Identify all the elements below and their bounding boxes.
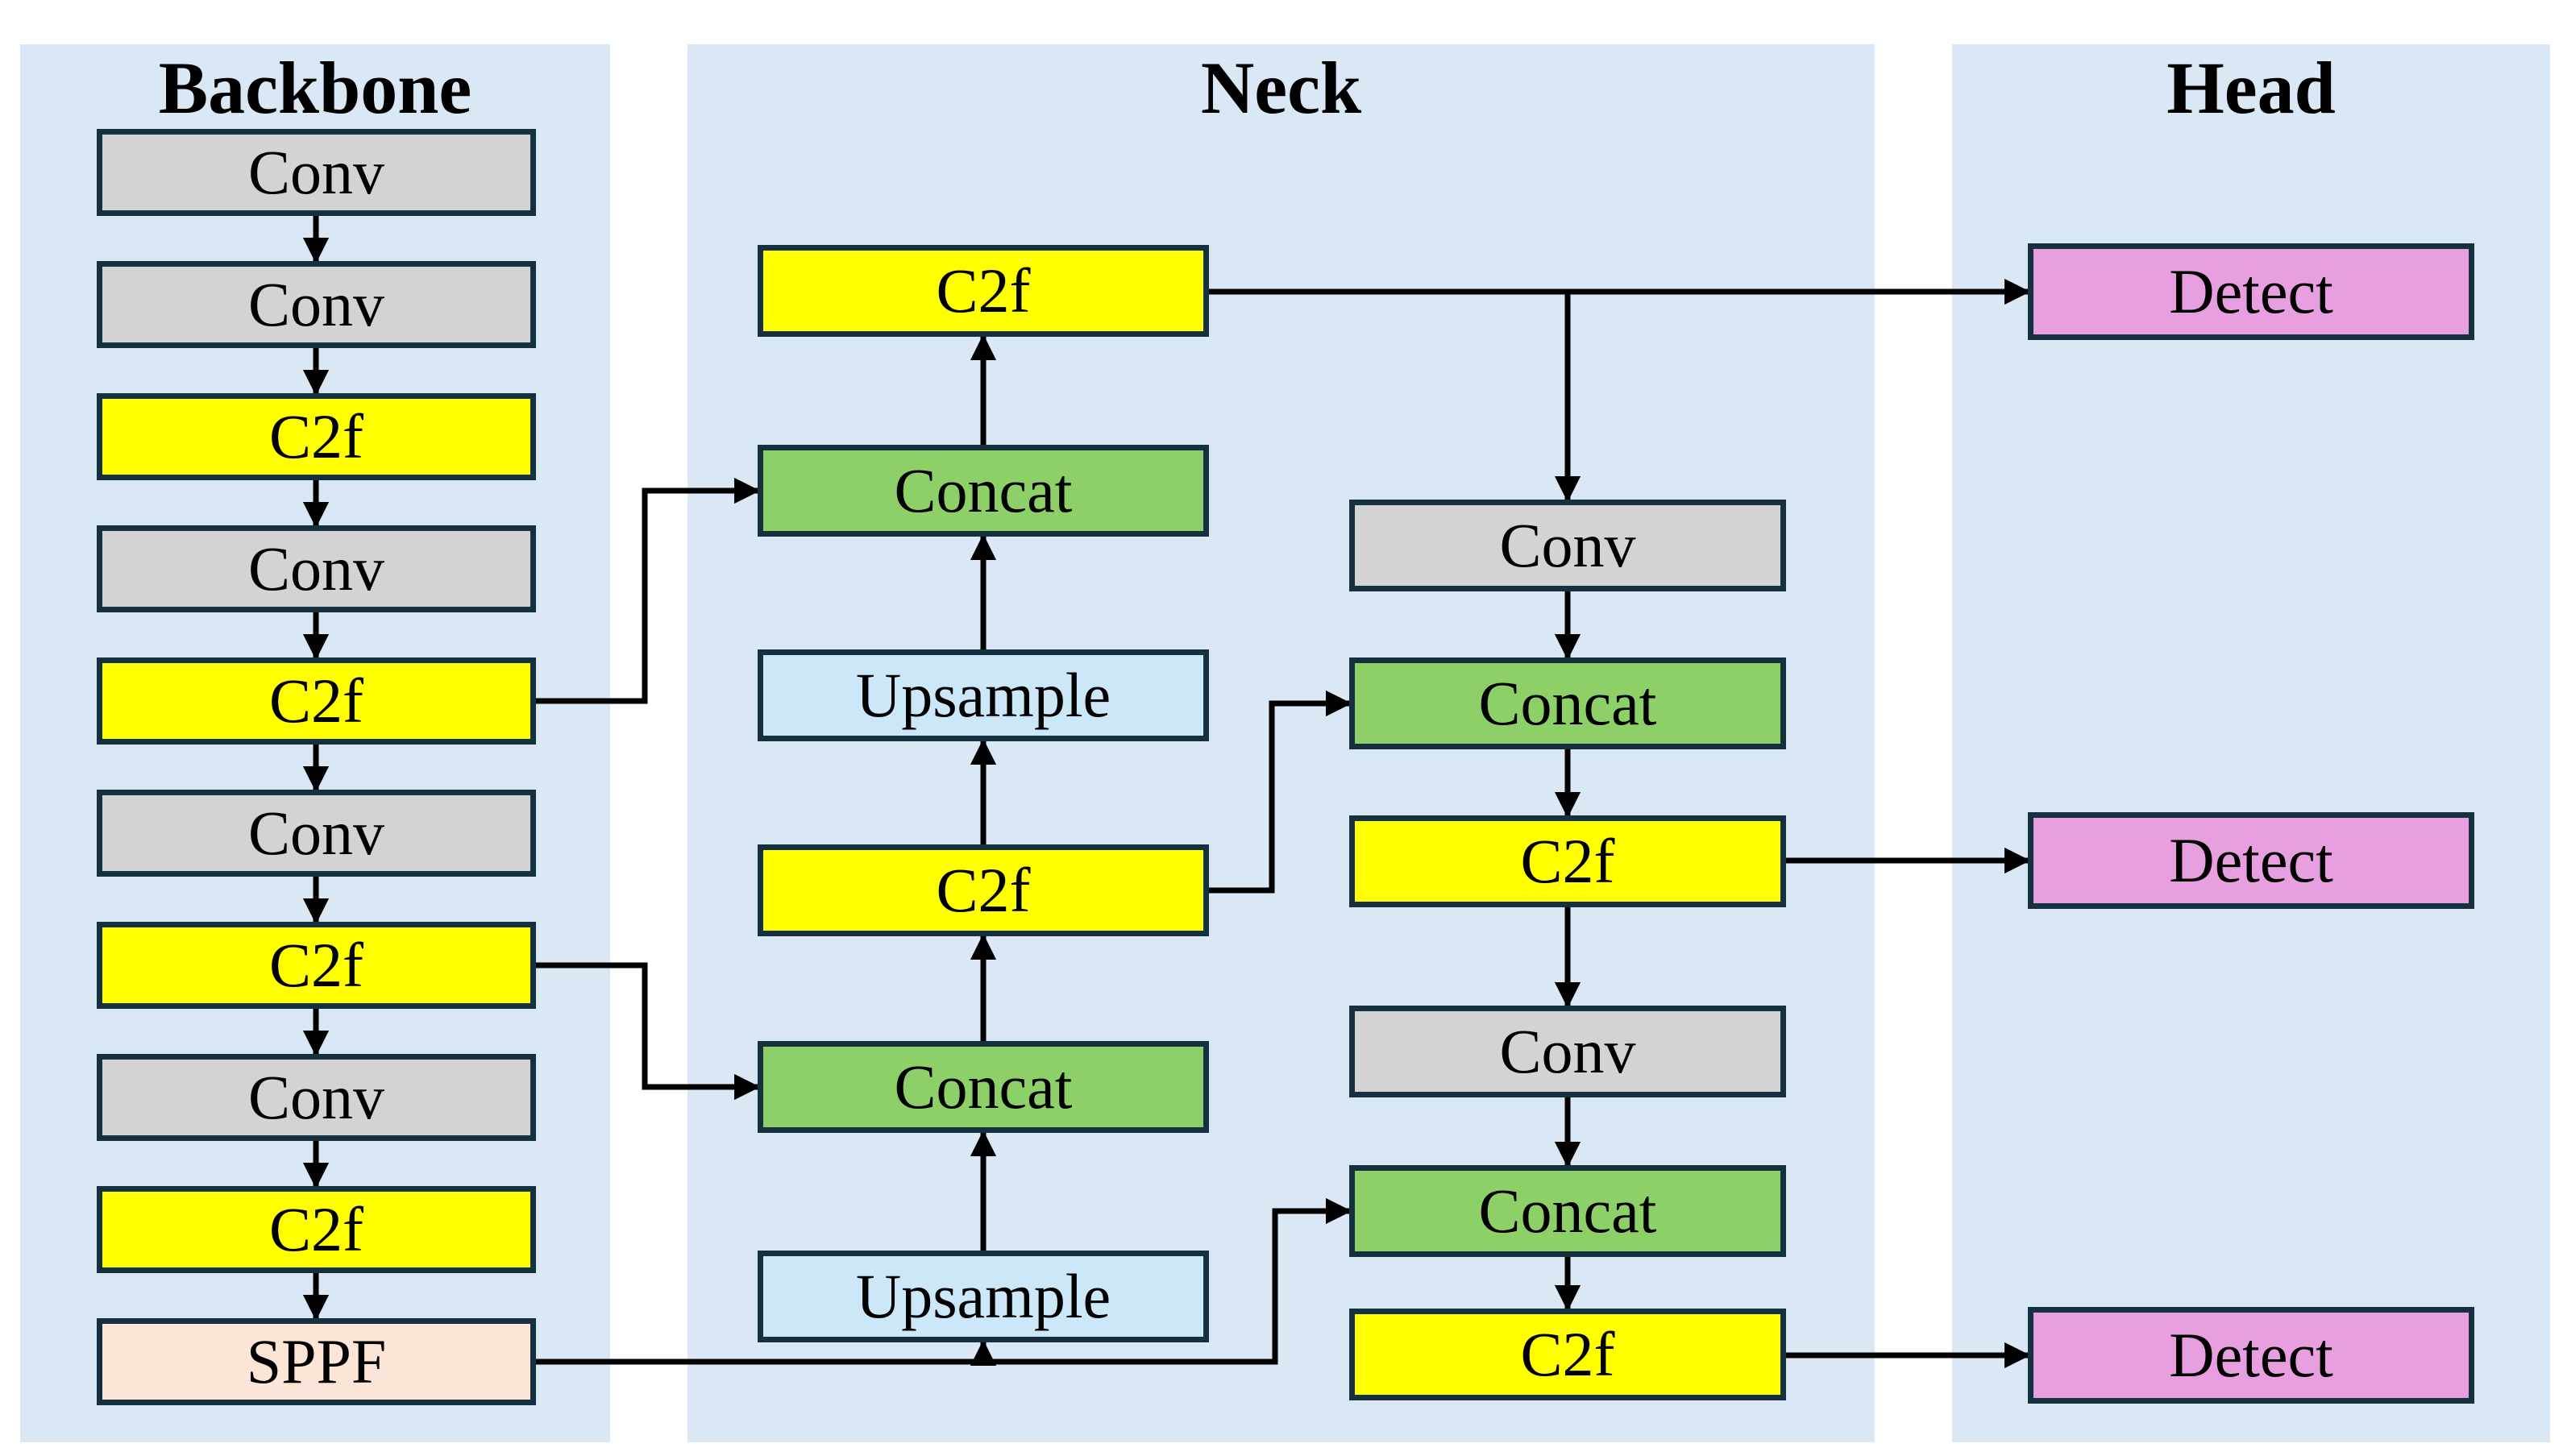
neck-conv-p5-box: Conv (1349, 1006, 1786, 1097)
backbone-c2f-3-box: C2f (97, 922, 536, 1009)
backbone-conv-1-box: Conv (97, 129, 536, 216)
head-detect-3-box: Detect (2028, 1307, 2474, 1404)
neck-concat-2-box: Concat (758, 1041, 1209, 1133)
backbone-conv-4-box: Conv (97, 790, 536, 877)
neck-conv-p4-box: Conv (1349, 500, 1786, 591)
backbone-conv-2-box: Conv (97, 261, 536, 348)
head-panel-title: Head (2166, 47, 2336, 129)
neck-panel-title: Neck (1200, 47, 1362, 129)
backbone-conv-3-box: Conv (97, 525, 536, 612)
neck-concat-3-box: Concat (1349, 657, 1786, 749)
neck-c2f-p4-box: C2f (1349, 815, 1786, 907)
backbone-c2f-2-box: C2f (97, 657, 536, 745)
backbone-sppf-box: SPPF (97, 1318, 536, 1405)
neck-c2f-top-box: C2f (758, 245, 1209, 337)
neck-concat-4-box: Concat (1349, 1165, 1786, 1257)
backbone-c2f-4-box: C2f (97, 1186, 536, 1273)
backbone-c2f-1-box: C2f (97, 393, 536, 480)
head-detect-1-box: Detect (2028, 243, 2474, 340)
head-detect-2-box: Detect (2028, 812, 2474, 909)
backbone-panel-title: Backbone (158, 47, 472, 129)
neck-c2f-mid-box: C2f (758, 844, 1209, 936)
neck-upsample-1-box: Upsample (758, 649, 1209, 741)
neck-concat-1-box: Concat (758, 445, 1209, 537)
backbone-conv-5-box: Conv (97, 1054, 536, 1141)
neck-upsample-2-box: Upsample (758, 1251, 1209, 1342)
neck-c2f-p5-box: C2f (1349, 1309, 1786, 1400)
